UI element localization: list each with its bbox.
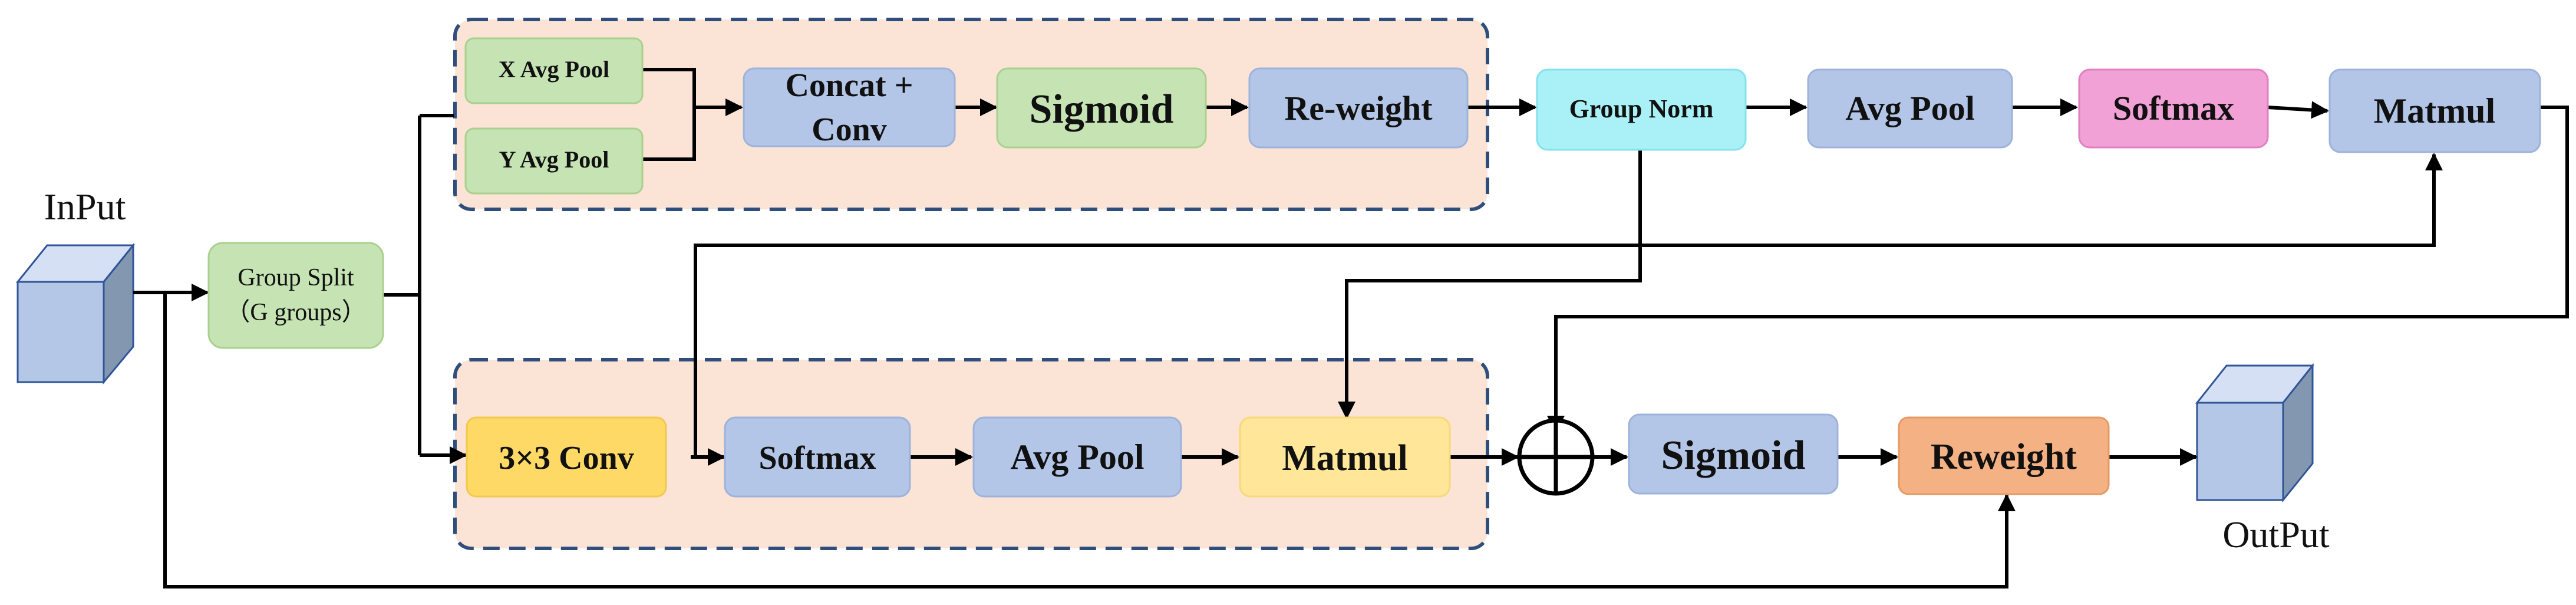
sigmoid-bottom-node bbox=[1628, 413, 1839, 495]
group-split-node bbox=[207, 242, 384, 349]
matmul-bottom-label: Matmul bbox=[1282, 438, 1408, 478]
output-cube-icon bbox=[2195, 363, 2315, 503]
reweight-top-label: Re-weight bbox=[1284, 89, 1433, 127]
sigmoid-top-label: Sigmoid bbox=[1029, 87, 1173, 132]
y-avg-pool-label: Y Avg Pool bbox=[499, 146, 609, 173]
concat-conv-node bbox=[743, 67, 956, 147]
concat-conv-label-2: Conv bbox=[812, 111, 887, 148]
softmax-right-node bbox=[2078, 68, 2269, 149]
sigmoid-top-node bbox=[996, 67, 1207, 149]
avg-pool-bottom-node bbox=[972, 416, 1182, 498]
group-norm-node bbox=[1536, 68, 1747, 151]
sigmoid-bottom-label: Sigmoid bbox=[1661, 433, 1805, 478]
input-cube-icon bbox=[15, 242, 136, 385]
reweight-bottom-node bbox=[1898, 416, 2110, 495]
softmax-right-label: Softmax bbox=[2113, 89, 2234, 127]
x-avg-pool-node bbox=[464, 37, 644, 104]
matmul-right-label: Matmul bbox=[2374, 91, 2496, 130]
softmax-bottom-node bbox=[724, 416, 911, 498]
avg-pool-right-label: Avg Pool bbox=[1845, 89, 1975, 127]
y-avg-pool-node bbox=[464, 127, 644, 195]
group-split-label-2: （G groups） bbox=[225, 299, 366, 326]
conv3x3-node bbox=[466, 416, 667, 498]
top-branch-region bbox=[453, 18, 1489, 211]
avg-pool-bottom-label: Avg Pool bbox=[1010, 438, 1144, 476]
concat-conv-label-1: Concat + bbox=[786, 67, 913, 104]
conv3x3-label: 3×3 Conv bbox=[499, 440, 634, 476]
matmul-bottom-node bbox=[1239, 416, 1451, 498]
avg-pool-right-node bbox=[1807, 68, 2013, 149]
elementwise-sum-icon bbox=[1517, 418, 1595, 496]
x-avg-pool-label: X Avg Pool bbox=[499, 56, 609, 83]
input-label: InPut bbox=[44, 186, 126, 228]
reweight-bottom-label: Reweight bbox=[1931, 437, 2077, 477]
group-split-label-1: Group Split bbox=[238, 264, 354, 291]
matmul-right-node bbox=[2328, 68, 2541, 153]
group-norm-label: Group Norm bbox=[1569, 94, 1714, 123]
reweight-top-node bbox=[1248, 67, 1469, 149]
output-label: OutPut bbox=[2222, 514, 2330, 555]
softmax-bottom-label: Softmax bbox=[758, 440, 876, 476]
